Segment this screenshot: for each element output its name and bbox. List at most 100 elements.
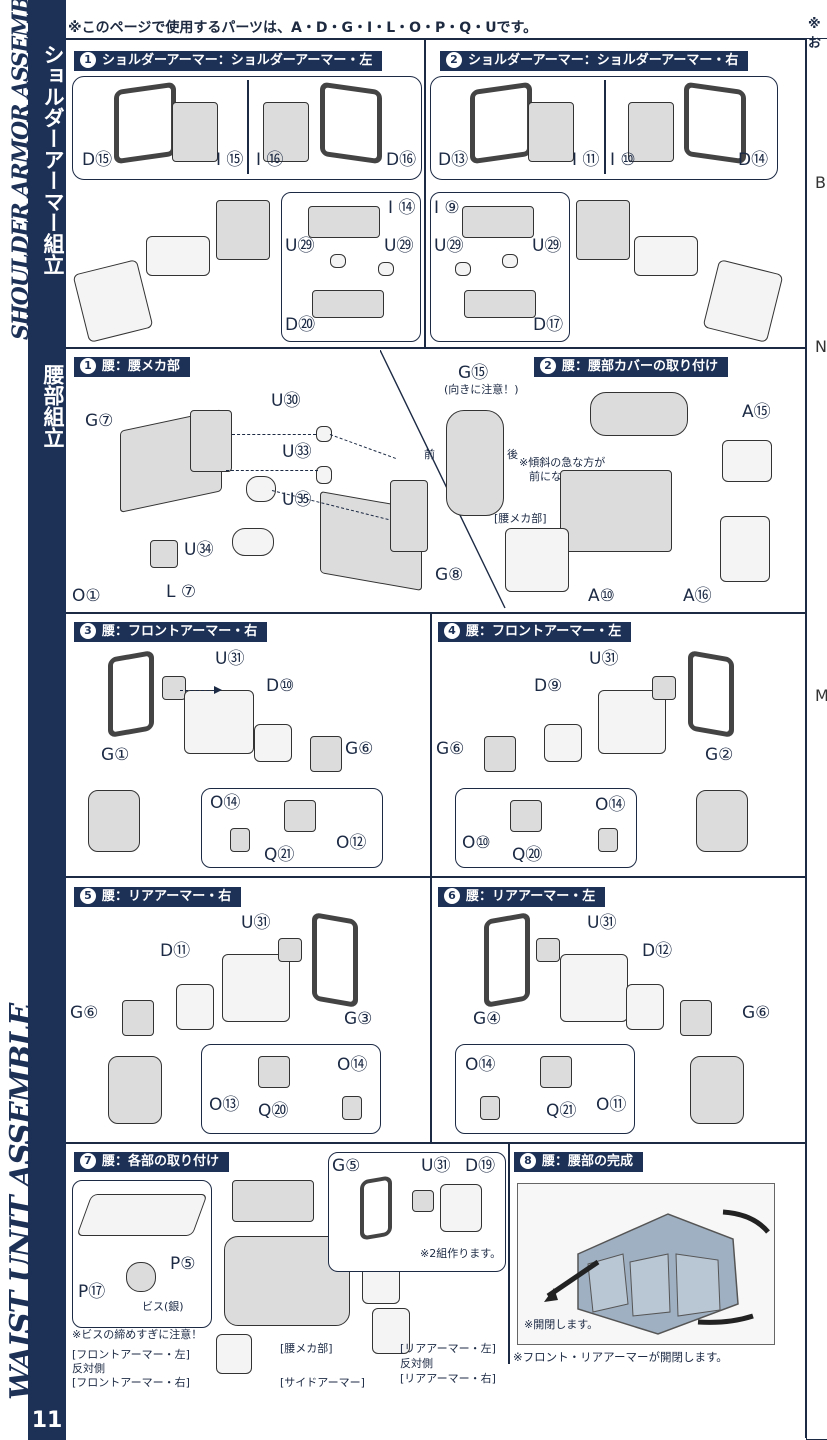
- step-title: ショルダーアーマー：ショルダーアーマー・右: [468, 53, 739, 68]
- part-label: D⑳: [285, 315, 316, 335]
- part-label: O⑫: [336, 833, 367, 853]
- shoulder-frame-part: [320, 81, 382, 165]
- armor-frame-part: [688, 649, 734, 739]
- part-label: G⑥: [345, 739, 374, 759]
- divider: [805, 38, 807, 1438]
- joint-part: [680, 1000, 712, 1036]
- front-armor-part: [216, 1334, 252, 1374]
- polycap-part: [330, 254, 346, 268]
- part-label: U㉙: [434, 236, 464, 256]
- section-title-waist-en: WAIST UNIT ASSEMBLE: [4, 1003, 39, 1400]
- note: 前: [424, 448, 435, 461]
- note: [腰メカ部]: [494, 512, 547, 525]
- step-title: 腰：腰部の完成: [542, 1154, 634, 1169]
- part-label: O⑪: [596, 1095, 627, 1115]
- right-cut-letter: M: [815, 686, 827, 705]
- divider: [430, 614, 432, 876]
- joint-part: [464, 290, 536, 318]
- waist-mech-assembly: [560, 470, 672, 552]
- part-label: G⑥: [742, 1003, 771, 1023]
- part-label: G⑮: [458, 363, 489, 383]
- page-number: 11: [31, 1408, 63, 1433]
- hip-top-part: [232, 1180, 314, 1222]
- armor-detail-view: [696, 790, 748, 852]
- shoulder-frame-part: [684, 81, 746, 165]
- right-cut-letter: B: [815, 173, 826, 192]
- waist-mech-part: [390, 480, 428, 552]
- part-label: U㉛: [241, 913, 271, 933]
- part-label: A⑩: [588, 586, 615, 606]
- part-label: O⑭: [337, 1055, 368, 1075]
- note: (向きに注意！): [444, 383, 519, 396]
- divider: [604, 80, 606, 174]
- part-label: U㉛: [421, 1156, 451, 1176]
- shoulder-cover-part: [702, 259, 784, 343]
- section-title-shoulder-jp: ショルダーアーマー組立: [41, 44, 65, 275]
- note: 後: [507, 448, 518, 461]
- part-label: O⑭: [595, 795, 626, 815]
- waist-mech-assembly: [224, 1236, 350, 1326]
- screw-warning-note: ※ビスの締めすぎに注意！: [72, 1328, 203, 1341]
- part-label: D⑯: [386, 150, 417, 170]
- assembly-note: [リアアーマー・左]: [400, 1342, 496, 1355]
- part-label: D⑩: [266, 676, 295, 696]
- right-cut-note: ※お: [808, 17, 822, 51]
- polycap-part: [412, 1190, 434, 1212]
- side-armor-part: [440, 1184, 482, 1232]
- armor-frame-part: [360, 1175, 392, 1241]
- joint-part: [510, 800, 542, 832]
- step-number: 1: [80, 52, 96, 68]
- polycap-part: [536, 938, 560, 962]
- ball-joint-part: [232, 528, 274, 556]
- assembly-guide-line: [232, 434, 316, 435]
- armor-inner-part: [544, 724, 582, 762]
- step-number: 5: [80, 888, 96, 904]
- screw-label: ビス(銀): [142, 1300, 184, 1313]
- rear-armor-part: [372, 1308, 410, 1354]
- part-label: D⑪: [160, 941, 191, 961]
- part-label: O⑭: [210, 793, 241, 813]
- assembly-note: [腰メカ部]: [280, 1342, 333, 1355]
- armor-detail-view: [108, 1056, 162, 1124]
- assembly-note: [リアアーマー・右]: [400, 1372, 496, 1385]
- joint-part: [122, 1000, 154, 1036]
- sidebar-band: [28, 0, 66, 1440]
- part-label: G⑥: [70, 1003, 99, 1023]
- right-cut-letter: N: [815, 337, 827, 356]
- part-label: I ⑪: [572, 150, 600, 170]
- small-part: [598, 828, 618, 852]
- step-number: 4: [444, 623, 460, 639]
- joint-part: [540, 1056, 572, 1088]
- make-two-note: ※2組作ります。: [420, 1247, 502, 1260]
- divider: [430, 878, 432, 1142]
- step-number: 6: [444, 888, 460, 904]
- part-label: U㉙: [384, 236, 414, 256]
- step-header: 6 腰：リアアーマー・左: [438, 887, 606, 907]
- step-title: 腰：リアアーマー・左: [466, 889, 596, 904]
- part-label: A⑯: [683, 586, 712, 606]
- joint-part: [310, 736, 342, 772]
- divider: [66, 876, 806, 878]
- part-label: O⑬: [209, 1095, 240, 1115]
- polycap-part: [455, 262, 471, 276]
- hip-plate-part: [76, 1194, 208, 1236]
- joint-part: [484, 736, 516, 772]
- step-number: 2: [446, 52, 462, 68]
- open-close-note: ※開閉します。: [524, 1318, 599, 1331]
- step-title: 腰：フロントアーマー・左: [466, 624, 622, 639]
- polycap-part: [502, 254, 518, 268]
- part-label: U㉛: [215, 649, 245, 669]
- part-label: U㉛: [589, 649, 619, 669]
- step-title: 腰：各部の取り付け: [102, 1154, 220, 1169]
- part-label: G③: [344, 1009, 373, 1029]
- shoulder-plate-part: [528, 102, 574, 162]
- shoulder-frame-part: [470, 81, 532, 165]
- part-label: I ⑯: [256, 150, 284, 170]
- part-label: G⑦: [85, 411, 114, 431]
- part-label: G①: [101, 745, 130, 765]
- waist-cover-top-view: [446, 410, 504, 516]
